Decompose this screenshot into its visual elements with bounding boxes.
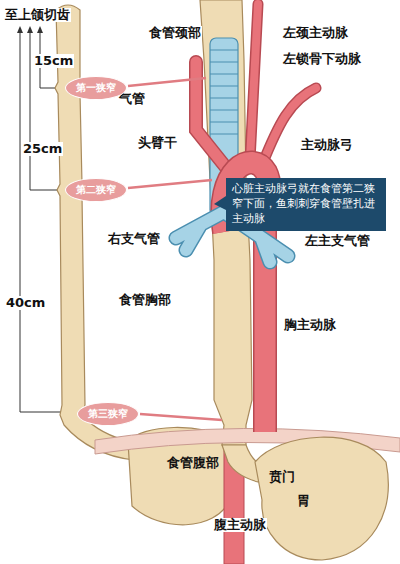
part-label: 右支气管 <box>107 232 161 246</box>
part-label: 40cm <box>5 296 46 310</box>
stenosis-oval: 第二狭窄 <box>65 178 127 202</box>
part-label: 食管颈部 <box>148 26 202 40</box>
callout-box: 心脏主动脉弓就在食管第二狭窄下面，鱼刺刺穿食管壁扎进主动脉 <box>226 178 386 231</box>
part-label: 胃 <box>296 494 311 508</box>
stenosis-oval: 第三狭窄 <box>77 402 139 426</box>
stenosis-label: 第三狭窄 <box>88 407 128 421</box>
measure-arrows <box>17 26 43 33</box>
stenosis-label: 第一狭窄 <box>76 81 116 95</box>
part-label: 食管胸部 <box>118 293 172 307</box>
stomach <box>255 437 388 560</box>
stenosis-label: 第二狭窄 <box>76 183 116 197</box>
part-label: 腹主动脉 <box>213 518 267 532</box>
part-label: 左主支气管 <box>304 234 371 248</box>
part-label: 左锁骨下动脉 <box>282 52 362 66</box>
part-label: 胸主动脉 <box>283 318 337 332</box>
part-label: 主动脉弓 <box>300 138 354 152</box>
part-label: 左颈主动脉 <box>282 26 349 40</box>
part-label: 15cm <box>33 54 74 68</box>
stenosis-oval: 第一狭窄 <box>65 76 127 100</box>
part-label: 头臂干 <box>137 136 178 150</box>
part-label: 至上颌切齿 <box>4 8 71 22</box>
part-label: 25cm <box>22 142 63 156</box>
part-label: 食管腹部 <box>166 456 220 470</box>
stenosis-leaders <box>128 78 222 420</box>
callout-text: 心脏主动脉弓就在食管第二狭窄下面，鱼刺刺穿食管壁扎进主动脉 <box>232 182 380 227</box>
trachea-rings <box>210 50 238 134</box>
part-label: 贲门 <box>268 470 296 484</box>
callout-pointer <box>214 196 226 210</box>
